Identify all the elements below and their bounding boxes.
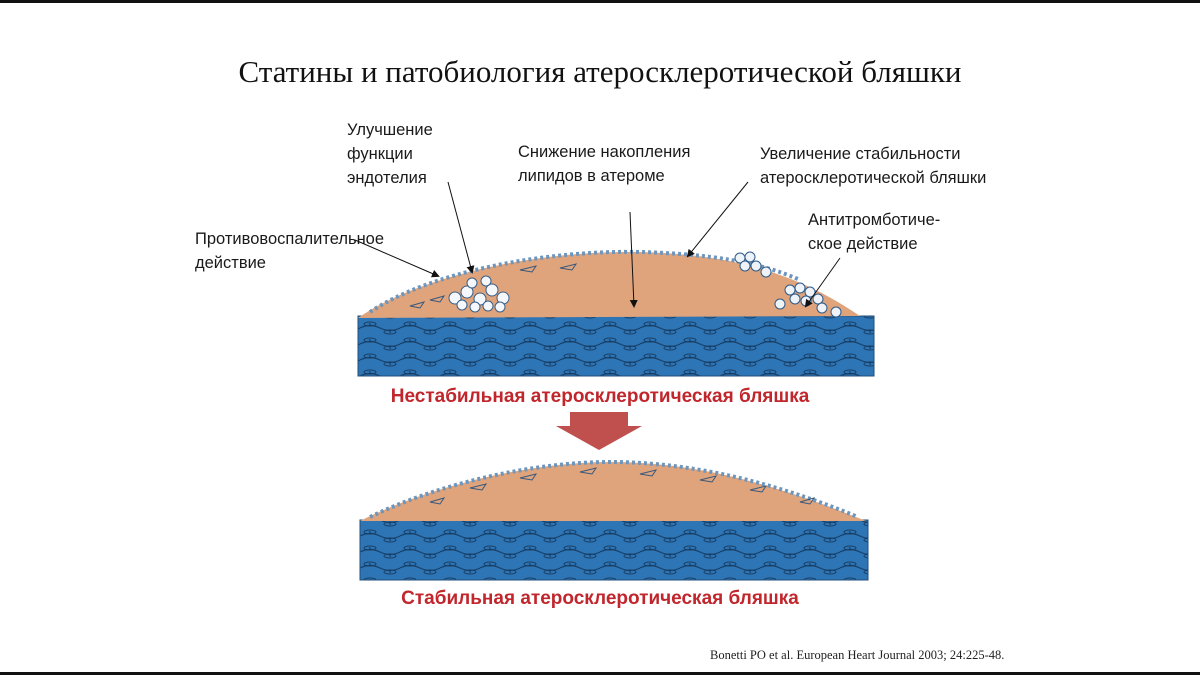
annotation-arrows: [354, 181, 841, 308]
smooth-muscle-cells-bottom: [429, 467, 816, 505]
stable-plaque-illustration: [359, 459, 869, 581]
slide-title: Статины и патобиология атеросклеротическ…: [238, 54, 962, 89]
label-stability-line-2: атеросклеротической бляшки: [760, 169, 987, 187]
label-stability: Увеличение стабильности атеросклеротичес…: [760, 142, 986, 190]
label-lipids-line-2: липидов в атероме: [518, 167, 665, 185]
plaque-core-bottom: [360, 462, 866, 521]
endothelium-layer-top: [368, 249, 801, 314]
label-lipids-line-1: Снижение накопления: [518, 143, 691, 161]
caption-unstable-plaque: Нестабильная атеросклеротическая бляшка: [390, 386, 810, 407]
label-inflammation: Противовоспалительное действие: [195, 227, 384, 275]
slide-top-border: [0, 0, 1200, 3]
label-antithrombotic-line-2: ское действие: [808, 235, 918, 253]
vessel-wall-top: [357, 315, 875, 377]
slide-bottom-border: [0, 672, 1200, 675]
arrow-lipids: [629, 211, 638, 308]
label-antithrombotic: Антитромботиче- ское действие: [808, 208, 940, 256]
vessel-wall-bottom: [359, 519, 869, 581]
label-endothelium: Улучшение функции эндотелия: [347, 118, 433, 190]
arrow-inflammation: [354, 239, 440, 278]
plaque-core-top: [358, 251, 860, 318]
transition-arrow: [556, 412, 642, 450]
thrombus-cells-top: [734, 251, 842, 318]
arrow-stability: [686, 181, 749, 258]
foam-cells-top: [448, 275, 510, 313]
arrow-antithrombotic: [804, 257, 841, 308]
label-lipids: Снижение накопления липидов в атероме: [518, 140, 690, 188]
fibrous-cap-bottom: [369, 459, 859, 519]
label-antithrombotic-line-1: Антитромботиче-: [808, 211, 941, 229]
label-stability-line-1: Увеличение стабильности: [760, 145, 961, 163]
caption-stable-plaque: Стабильная атеросклеротическая бляшка: [401, 588, 799, 609]
unstable-plaque-illustration: [357, 249, 875, 377]
label-endothelium-line-1: Улучшение: [347, 121, 433, 139]
label-endothelium-line-3: эндотелия: [347, 169, 427, 187]
citation: Bonetti PO et al. European Heart Journal…: [710, 648, 1005, 662]
smooth-muscle-cells-top: [409, 263, 578, 309]
arrow-endothelium: [447, 181, 475, 274]
label-endothelium-line-2: функции: [347, 145, 413, 163]
label-inflammation-line-1: Противовоспалительное: [195, 230, 385, 248]
label-inflammation-line-2: действие: [195, 254, 266, 272]
